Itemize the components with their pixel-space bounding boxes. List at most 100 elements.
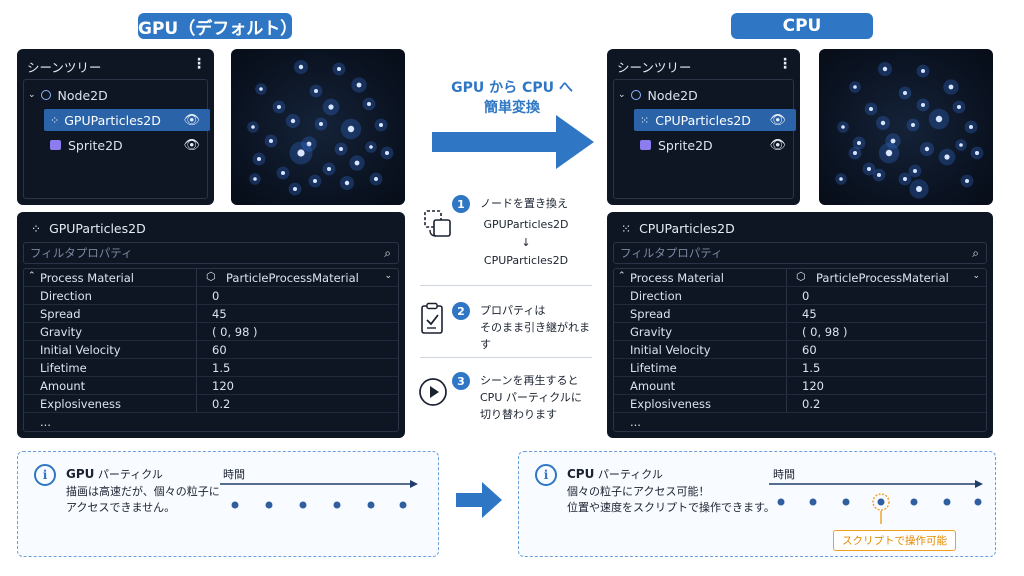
inspector-title: ⁘ GPUParticles2D	[31, 221, 146, 236]
tree-node-gpuparticles2d[interactable]: ⁘ GPUParticles2D 👁	[44, 109, 210, 131]
particle	[948, 84, 954, 90]
eye-icon[interactable]: 👁	[769, 137, 786, 153]
dropdown-chevron-icon[interactable]: ⌄	[384, 271, 392, 281]
particle	[354, 160, 360, 166]
right-particle-preview	[819, 49, 993, 205]
property-value[interactable]: 120	[802, 379, 824, 393]
particle-field	[835, 61, 984, 199]
property-row[interactable]: Gravity ( 0, 98 )	[614, 323, 986, 341]
property-key: Explosiveness	[630, 397, 712, 411]
process-material-row[interactable]: ⌃ Process Material ⬡ ParticleProcessMate…	[614, 269, 986, 287]
property-value[interactable]: 0	[802, 289, 810, 303]
particle	[290, 118, 296, 124]
particle	[298, 64, 304, 70]
gpu-default-header: GPU（デフォルト）	[138, 13, 297, 39]
sprite-icon	[50, 140, 61, 150]
property-row[interactable]: Explosiveness 0.2	[614, 395, 986, 413]
particles-grid-icon: ⁙	[621, 221, 632, 236]
property-key: Gravity	[630, 325, 673, 339]
tree-node-sprite2d[interactable]: Sprite2D 👁	[634, 134, 796, 156]
timeline-label: 時間	[773, 468, 795, 481]
property-value[interactable]: ( 0, 98 )	[802, 325, 848, 339]
gpu-timeline	[220, 480, 418, 509]
particle	[339, 147, 343, 151]
step-2-text: プロパティは そのまま引き継がれます	[480, 304, 590, 351]
tree-node-label: Node2D	[647, 87, 698, 103]
chevron-up-icon[interactable]: ⌃	[28, 271, 36, 281]
process-material-row[interactable]: ⌃ Process Material ⬡ ParticleProcessMate…	[24, 269, 398, 287]
info-icon: i	[535, 464, 557, 486]
note-title: GPU パーティクル	[66, 467, 163, 481]
property-value[interactable]: 60	[212, 343, 227, 357]
search-icon[interactable]: ⌕	[972, 246, 979, 260]
particle	[957, 105, 961, 109]
particles-icon: ⁘	[50, 113, 59, 127]
particle	[882, 66, 888, 72]
particle	[839, 177, 843, 181]
property-value[interactable]: 0.2	[212, 397, 231, 411]
property-table: ⌃ Process Material ⬡ ParticleProcessMate…	[613, 268, 987, 432]
chevron-down-icon[interactable]: ⌄	[618, 90, 626, 100]
property-row[interactable]: Lifetime 1.5	[24, 359, 398, 377]
property-key: Spread	[630, 307, 671, 321]
sprite-icon	[640, 140, 651, 150]
property-key: Lifetime	[630, 361, 677, 375]
property-value[interactable]: 120	[212, 379, 234, 393]
filter-properties-input[interactable]: フィルタプロパティ ⌕	[613, 242, 987, 264]
script-control-callout: スクリプトで操作可能	[833, 530, 956, 551]
scene-tree-list: ⌄ Node2D ⁙ CPUParticles2D 👁 Sprite2D 👁	[613, 79, 796, 199]
eye-icon[interactable]: 👁	[183, 137, 200, 153]
property-row[interactable]: Lifetime 1.5	[614, 359, 986, 377]
particle	[921, 103, 925, 107]
inspector-node-name: GPUParticles2D	[49, 221, 146, 236]
chevron-up-icon[interactable]: ⌃	[618, 271, 626, 281]
property-value[interactable]: 45	[802, 307, 817, 321]
particle	[935, 115, 943, 123]
property-value[interactable]: 1.5	[802, 361, 821, 375]
tree-node-node2d[interactable]: ⌄ Node2D	[618, 84, 794, 106]
filter-properties-input[interactable]: フィルタプロパティ ⌕	[23, 242, 399, 264]
dropdown-chevron-icon[interactable]: ⌄	[972, 271, 980, 281]
search-icon[interactable]: ⌕	[384, 246, 391, 260]
property-value[interactable]: 45	[212, 307, 227, 321]
property-row[interactable]: Amount 120	[614, 377, 986, 395]
kebab-menu-icon[interactable]: ⋮	[778, 56, 792, 72]
particle	[885, 149, 893, 157]
property-key: Process Material	[40, 271, 134, 285]
step-3-badge: 3	[452, 372, 470, 390]
chevron-down-icon[interactable]: ⌄	[28, 90, 36, 100]
particle	[367, 102, 371, 106]
property-key: Amount	[630, 379, 676, 393]
property-key: Gravity	[40, 325, 83, 339]
tree-node-cpuparticles2d[interactable]: ⁙ CPUParticles2D 👁	[634, 109, 796, 131]
property-row[interactable]: Spread 45	[614, 305, 986, 323]
property-row[interactable]: Gravity ( 0, 98 )	[24, 323, 398, 341]
tree-node-node2d[interactable]: ⌄ Node2D	[28, 84, 208, 106]
more-properties[interactable]: ...	[630, 415, 641, 429]
particle	[306, 141, 312, 147]
property-value[interactable]: 60	[802, 343, 817, 357]
eye-icon[interactable]: 👁	[183, 112, 200, 128]
property-value[interactable]: 0	[212, 289, 220, 303]
kebab-menu-icon[interactable]: ⋮	[192, 56, 206, 72]
property-key: Lifetime	[40, 361, 87, 375]
property-value[interactable]: 1.5	[212, 361, 231, 375]
eye-icon[interactable]: 👁	[769, 112, 786, 128]
tree-node-sprite2d[interactable]: Sprite2D 👁	[44, 134, 210, 156]
particle-field	[247, 59, 394, 196]
note-title: CPU パーティクル	[567, 467, 663, 481]
more-properties[interactable]: ...	[40, 415, 51, 429]
particle	[347, 125, 355, 133]
inspector-title: ⁙ CPUParticles2D	[621, 221, 735, 236]
property-value[interactable]: 0.2	[802, 397, 821, 411]
property-value[interactable]: ( 0, 98 )	[212, 325, 258, 339]
note-body: 描画は高速だが、個々の粒子に アクセスできません。	[66, 485, 220, 514]
inspector-node-name: CPUParticles2D	[639, 221, 735, 236]
